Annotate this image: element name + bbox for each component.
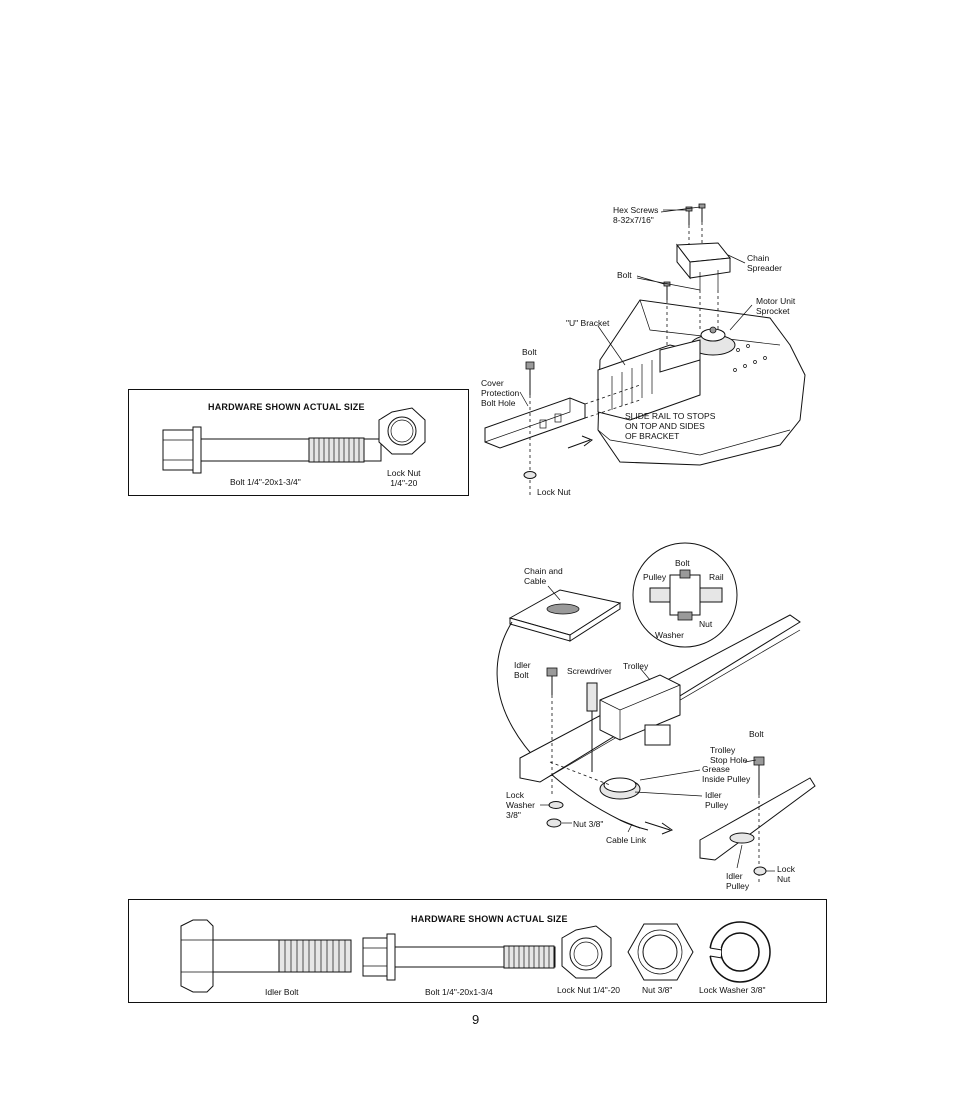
label-idler-bolt: Idler Bolt: [514, 660, 531, 680]
page-number: 9: [472, 1012, 480, 1027]
label-lock-washer: Lock Washer 3/8": [506, 790, 535, 820]
bolt-label: Bolt 1/4"-20x1-3/4: [425, 987, 493, 997]
label-bolt-right: Bolt: [749, 729, 764, 739]
label-lock-nut-right: Lock Nut: [777, 864, 795, 884]
label-nut: Nut 3/8": [573, 819, 604, 829]
label-trolley: Trolley: [623, 661, 649, 671]
nut-label: Nut 3/8": [642, 985, 673, 995]
idler-bolt-label: Idler Bolt: [265, 987, 299, 997]
lock-nut-label: Lock Nut 1/4"-20: [557, 985, 621, 995]
hardware-box-1: HARDWARE SHOWN ACTUAL SIZE Bolt 1/4"-20x…: [128, 389, 469, 496]
label-chain-spreader: Chain Spreader: [747, 253, 782, 273]
hardware-box-title: HARDWARE SHOWN ACTUAL SIZE: [208, 402, 365, 412]
label-grease: Grease Inside Pulley: [702, 764, 751, 784]
hardware-box-title: HARDWARE SHOWN ACTUAL SIZE: [411, 914, 568, 924]
hardware-illustrations: [180, 919, 771, 993]
label-trolley-stop-hole: Trolley Stop Hole: [710, 745, 748, 765]
label-hex-screws: Hex Screws 8-32x7/16": [613, 205, 659, 225]
label-inset-nut: Nut: [699, 619, 713, 629]
hardware-box-2: HARDWARE SHOWN ACTUAL SIZE Idler Bolt Bo…: [128, 899, 827, 1003]
label-inset-bolt: Bolt: [675, 558, 690, 568]
lock-nut-illustration: [378, 407, 426, 455]
label-bolt-top: Bolt: [617, 270, 632, 280]
label-idler-pulley: Idler Pulley: [705, 790, 729, 810]
bolt-label: Bolt 1/4"-20x1-3/4": [230, 477, 301, 487]
label-motor-unit-sprocket: Motor Unit Sprocket: [756, 296, 796, 316]
label-inset-washer: Washer: [655, 630, 684, 640]
label-lock-nut: Lock Nut: [537, 487, 571, 497]
label-u-bracket: "U" Bracket: [566, 318, 610, 328]
lock-nut-label: Lock Nut 1/4"-20: [387, 468, 421, 488]
label-idler-pulley-right: Idler Pulley: [726, 871, 750, 891]
label-chain-and-cable: Chain and Cable: [524, 566, 563, 586]
bolt-illustration: [162, 426, 382, 474]
label-inset-pulley: Pulley: [643, 572, 667, 582]
label-cover-protection: Cover Protection Bolt Hole: [481, 378, 520, 408]
label-cable-link: Cable Link: [606, 835, 647, 845]
lock-washer-label: Lock Washer 3/8": [699, 985, 766, 995]
label-inset-rail: Rail: [709, 572, 724, 582]
label-bolt-left: Bolt: [522, 347, 537, 357]
label-screwdriver: Screwdriver: [567, 666, 612, 676]
label-slide-rail: SLIDE RAIL TO STOPS ON TOP AND SIDES OF …: [625, 411, 716, 441]
